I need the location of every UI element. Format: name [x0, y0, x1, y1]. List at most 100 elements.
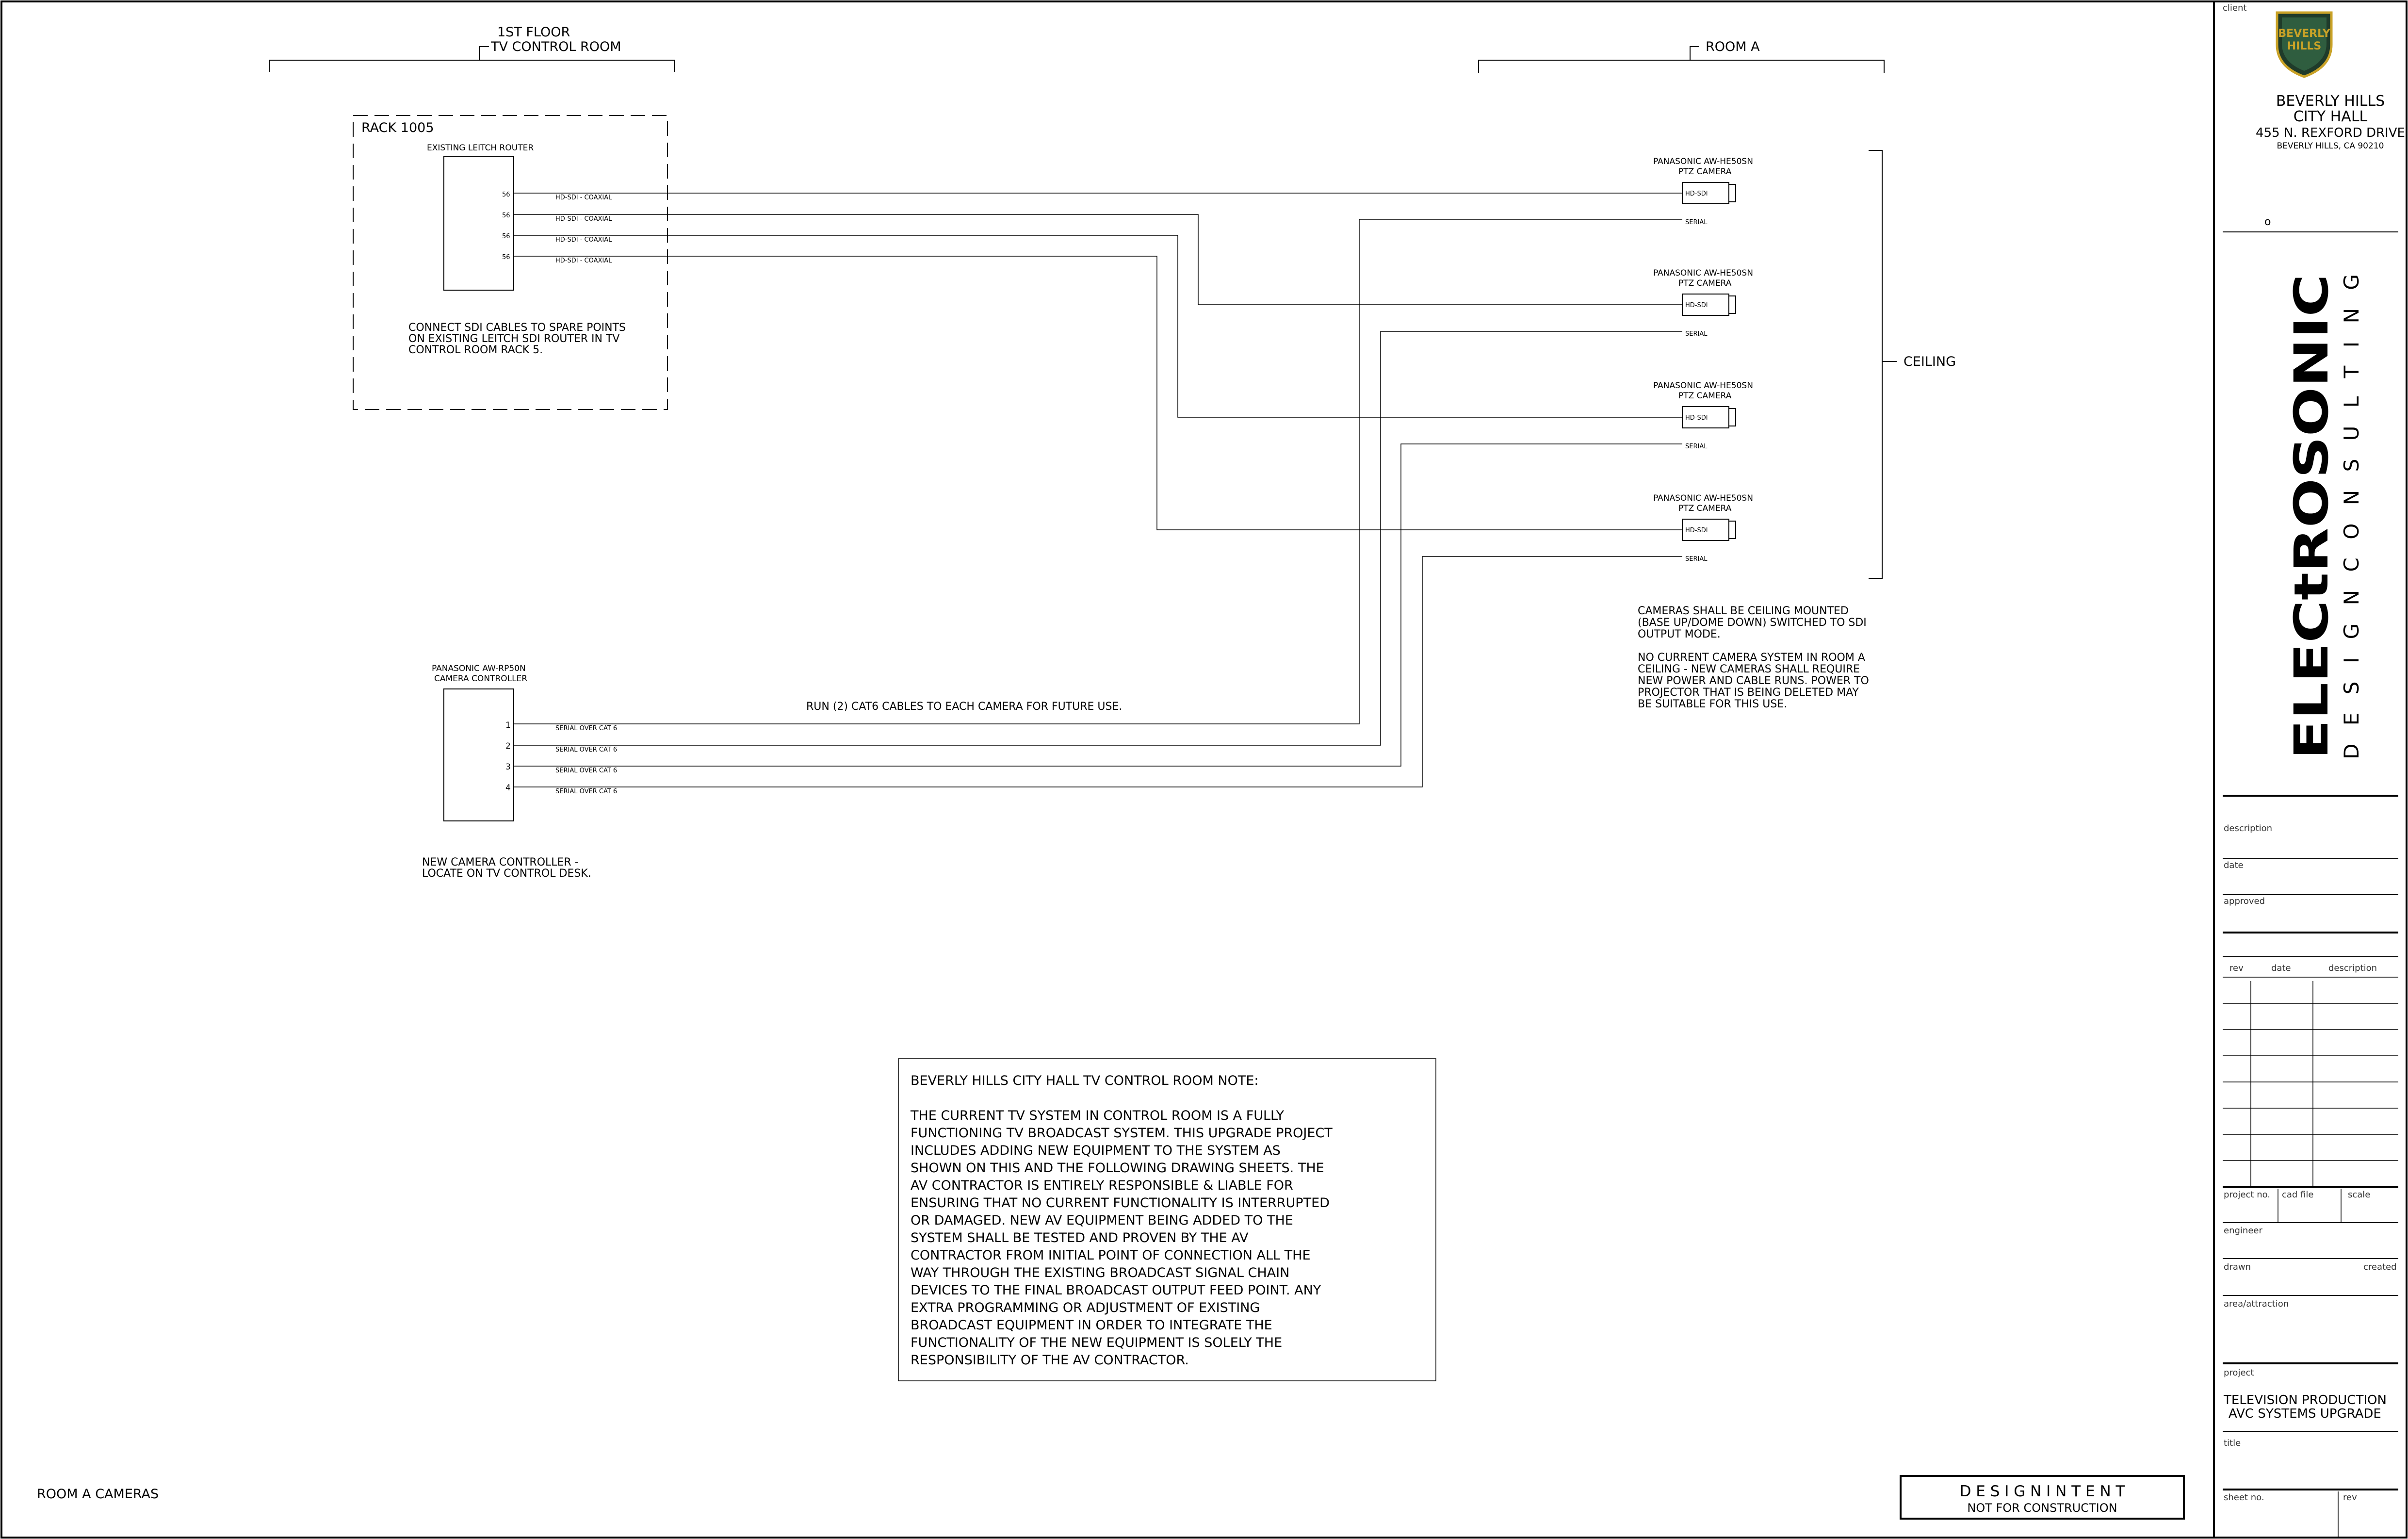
controller-port-4: 4	[505, 783, 511, 793]
router-port-3-mark: 56	[502, 233, 510, 240]
camera-type: PTZ CAMERA	[1678, 167, 1732, 177]
ceiling-label: CEILING	[1904, 354, 1956, 369]
cad-file-label: cad file	[2282, 1190, 2314, 1200]
rack-note-line3: CONTROL ROOM RACK 5.	[408, 344, 543, 356]
camera-note-line2: (BASE UP/DOME DOWN) SWITCHED TO SDI	[1638, 617, 1867, 629]
sheet-title: ROOM A CAMERAS	[37, 1487, 159, 1502]
client-name-line1: BEVERLY HILLS	[2276, 93, 2385, 110]
project-label: project	[2224, 1368, 2254, 1378]
client-label: client	[2223, 3, 2246, 13]
project-name-line2: AVC SYSTEMS UPGRADE	[2229, 1407, 2381, 1421]
camera-controller: PANASONIC AW-RP50N CAMERA CONTROLLER 1 2…	[422, 664, 591, 880]
camera-model: PANASONIC AW-HE50SN	[1653, 268, 1753, 278]
beverly-hills-crest-logo: BEVERLY HILLS	[2276, 11, 2333, 78]
title-block-mark: o	[2264, 216, 2271, 228]
rev-description-col-header: description	[2328, 963, 2377, 973]
controller-port-3: 3	[505, 762, 511, 772]
drawing-area: 1ST FLOOR TV CONTROL ROOM ROOM A RACK 10…	[37, 25, 2185, 1520]
controller-note-line1: NEW CAMERA CONTROLLER -	[422, 856, 579, 868]
serial-cable-1	[514, 219, 1682, 724]
general-note-box: BEVERLY HILLS CITY HALL TV CONTROL ROOM …	[898, 1058, 1436, 1381]
sdi-cable-4-label: HD-SDI - COAXIAL	[555, 257, 612, 264]
description-label: description	[2224, 823, 2272, 834]
general-note-title: BEVERLY HILLS CITY HALL TV CONTROL ROOM …	[911, 1073, 1259, 1088]
camera-sdi-port: HD-SDI	[1685, 414, 1708, 422]
serial-cable-4	[514, 556, 1682, 787]
ceiling-bracket: CEILING	[1869, 150, 1956, 579]
camera-sdi-port: HD-SDI	[1685, 190, 1708, 197]
room-a-title: ROOM A	[1706, 39, 1760, 54]
camera-note-line7: NEW POWER AND CABLE RUNS. POWER TO	[1638, 675, 1869, 687]
client-name-line2: CITY HALL	[2294, 108, 2368, 125]
firm-name: ELECtROSONIC	[2284, 274, 2339, 759]
serial-cable-2-label: SERIAL OVER CAT 6	[555, 746, 617, 753]
sdi-cable-2-label: HD-SDI - COAXIAL	[555, 215, 612, 223]
general-note-line-15: RESPONSIBILITY OF THE AV CONTRACTOR.	[911, 1353, 1189, 1368]
ptz-camera-3: PANASONIC AW-HE50SN PTZ CAMERA HD-SDI SE…	[1653, 381, 1753, 450]
rack-note-line1: CONNECT SDI CABLES TO SPARE POINTS	[408, 322, 626, 334]
serial-cable-1-label: SERIAL OVER CAT 6	[555, 725, 617, 732]
camera-note-line9: BE SUITABLE FOR THIS USE.	[1638, 698, 1787, 710]
general-note-line-13: BROADCAST EQUIPMENT IN ORDER TO INTEGRAT…	[911, 1318, 1272, 1333]
camera-note-line1: CAMERAS SHALL BE CEILING MOUNTED	[1638, 605, 1849, 617]
client-city: BEVERLY HILLS, CA 90210	[2277, 141, 2384, 151]
ptz-camera-2: PANASONIC AW-HE50SN PTZ CAMERA HD-SDI SE…	[1653, 268, 1753, 338]
rev-col-header: rev	[2229, 963, 2244, 973]
electrosonic-logo: ELECtROSONIC D E S I G N C O N S U L T I…	[2284, 274, 2363, 759]
general-note-line-4: SHOWN ON THIS AND THE FOLLOWING DRAWING …	[911, 1161, 1324, 1176]
cat6-note: RUN (2) CAT6 CABLES TO EACH CAMERA FOR F…	[806, 701, 1122, 713]
controller-port-2: 2	[505, 741, 511, 751]
serial-cable-3	[514, 443, 1682, 767]
controller-label-line2: CAMERA CONTROLLER	[434, 674, 527, 684]
firm-tagline: D E S I G N C O N S U L T I N G	[2340, 274, 2363, 759]
camera-note-line3: OUTPUT MODE.	[1638, 628, 1721, 640]
general-note-line-8: SYSTEM SHALL BE TESTED AND PROVEN BY THE…	[911, 1230, 1249, 1245]
sheet-no-label: sheet no.	[2224, 1492, 2264, 1503]
general-note-line-12: EXTRA PROGRAMMING OR ADJUSTMENT OF EXIST…	[911, 1300, 1260, 1315]
serial-cable-3-label: SERIAL OVER CAT 6	[555, 767, 617, 774]
revision-table: rev date description	[2223, 956, 2398, 1187]
general-note-line-5: AV CONTRACTOR IS ENTIRELY RESPONSIBLE & …	[911, 1178, 1293, 1193]
rev-label: rev	[2343, 1492, 2357, 1503]
camera-lens	[1728, 184, 1736, 202]
tv-room-title-line1: 1ST FLOOR	[497, 25, 570, 40]
general-note-line-11: DEVICES TO THE FINAL BROADCAST OUTPUT FE…	[911, 1283, 1321, 1298]
general-note-line-3: INCLUDES ADDING NEW EQUIPMENT TO THE SYS…	[911, 1143, 1281, 1158]
router-port-4-mark: 56	[502, 254, 510, 261]
general-note-line-1: THE CURRENT TV SYSTEM IN CONTROL ROOM IS…	[910, 1108, 1284, 1123]
camera-lens	[1728, 408, 1736, 426]
camera-serial-port: SERIAL	[1685, 443, 1708, 450]
panasonic-aw-rp50n	[443, 688, 514, 821]
stamp-line1: D E S I G N I N T E N T	[1960, 1483, 2126, 1500]
sdi-cable-2	[514, 214, 1682, 305]
sdi-cable-runs: HD-SDI - COAXIAL HD-SDI - COAXIAL HD-SDI…	[514, 193, 1682, 530]
camera-model: PANASONIC AW-HE50SN	[1653, 381, 1753, 391]
camera-sdi-port: HD-SDI	[1685, 302, 1708, 309]
rev-date-col-header: date	[2271, 963, 2291, 973]
serial-cable-runs: SERIAL OVER CAT 6 SERIAL OVER CAT 6 SERI…	[514, 219, 1682, 795]
rack-label: RACK 1005	[361, 120, 434, 135]
crest-word-1: BEVERLY	[2278, 28, 2330, 40]
camera-type: PTZ CAMERA	[1678, 278, 1732, 288]
client-address: 455 N. REXFORD DRIVE	[2256, 126, 2405, 140]
router-port-1-mark: 56	[502, 191, 510, 198]
camera-serial-port: SERIAL	[1685, 330, 1708, 338]
rack-1005: RACK 1005 EXISTING LEITCH ROUTER 56 56 5…	[353, 115, 668, 410]
serial-cable-4-label: SERIAL OVER CAT 6	[555, 788, 617, 795]
camera-lens	[1728, 521, 1736, 539]
serial-cable-2	[514, 331, 1682, 746]
general-note-line-6: ENSURING THAT NO CURRENT FUNCTIONALITY I…	[911, 1195, 1330, 1211]
camera-serial-port: SERIAL	[1685, 219, 1708, 226]
ptz-camera-4: PANASONIC AW-HE50SN PTZ CAMERA HD-SDI SE…	[1653, 493, 1753, 563]
general-note-line-10: WAY THROUGH THE EXISTING BROADCAST SIGNA…	[911, 1265, 1289, 1280]
sdi-cable-3	[514, 235, 1682, 418]
leitch-router	[443, 156, 514, 291]
room-a-zone: ROOM A	[1478, 39, 1885, 73]
tv-room-title-line2: TV CONTROL ROOM	[490, 39, 621, 54]
camera-note-line5: NO CURRENT CAMERA SYSTEM IN ROOM A	[1638, 652, 1865, 664]
scale-label: scale	[2348, 1190, 2370, 1200]
general-note-line-2: FUNCTIONING TV BROADCAST SYSTEM. THIS UP…	[911, 1126, 1333, 1141]
rack-note-line2: ON EXISTING LEITCH SDI ROUTER IN TV	[408, 333, 619, 345]
crest-word-2: HILLS	[2287, 40, 2321, 52]
